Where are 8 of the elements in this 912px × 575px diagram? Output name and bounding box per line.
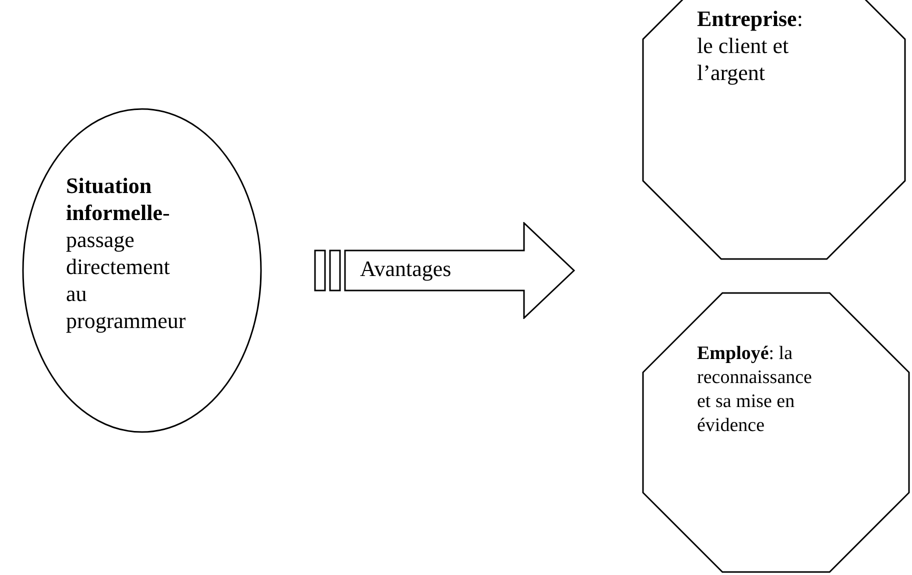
node-text: Situation informelle-passage directement au programmeur (66, 172, 187, 334)
ellipse-shape (22, 108, 262, 433)
block-arrow (312, 222, 576, 319)
node-text: Employé: la reconnaissance et sa mise en évidence (697, 342, 813, 438)
octagon-shape (642, 292, 910, 573)
octagon-shape (642, 0, 906, 260)
node-text: Entreprise: le client et l’argent (697, 5, 804, 86)
node-text: Avantages (360, 255, 452, 282)
